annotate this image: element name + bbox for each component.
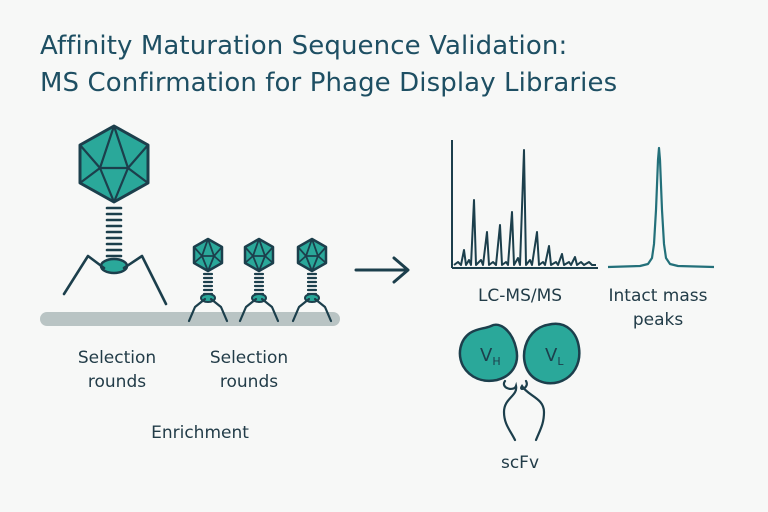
title-line-1: Affinity Maturation Sequence Validation: bbox=[40, 31, 568, 61]
selection-rounds-caption-1: Selection rounds bbox=[58, 346, 176, 394]
intact-mass-peak-chart bbox=[607, 146, 715, 269]
lcms-spectrum-trace bbox=[453, 149, 596, 266]
title-line-2: MS Confirmation for Phage Display Librar… bbox=[40, 68, 618, 98]
lcms-spectrum-chart bbox=[451, 140, 598, 269]
vh-domain bbox=[458, 323, 519, 383]
process-arrow-icon bbox=[354, 256, 410, 284]
caption-2-line-1: Selection bbox=[209, 348, 289, 368]
scfv-linker bbox=[502, 379, 518, 442]
enrichment-label: Enrichment bbox=[151, 423, 249, 443]
scfv-molecule-icon: VH VL bbox=[458, 322, 581, 442]
large-phage-icon bbox=[62, 124, 168, 306]
intact-line-1: Intact mass bbox=[608, 286, 708, 306]
vl-label: VL bbox=[545, 345, 564, 368]
intact-mass-caption: Intact mass peaks bbox=[596, 284, 720, 332]
caption-2-line-2: rounds bbox=[219, 372, 279, 392]
caption-1-line-2: rounds bbox=[87, 372, 147, 392]
lcms-label: LC-MS/MS bbox=[477, 286, 563, 306]
vl-domain bbox=[522, 322, 581, 385]
small-phage-icon-1 bbox=[187, 237, 229, 323]
selection-rounds-caption-2: Selection rounds bbox=[190, 346, 308, 394]
small-phage-icon-2 bbox=[238, 237, 280, 323]
intact-line-2: peaks bbox=[632, 310, 684, 330]
small-phage-icon-3 bbox=[291, 237, 333, 323]
intact-mass-peak-trace bbox=[607, 146, 715, 269]
vh-label: VH bbox=[480, 345, 501, 368]
scfv-label: scFv bbox=[500, 453, 540, 473]
caption-1-line-1: Selection bbox=[77, 348, 157, 368]
